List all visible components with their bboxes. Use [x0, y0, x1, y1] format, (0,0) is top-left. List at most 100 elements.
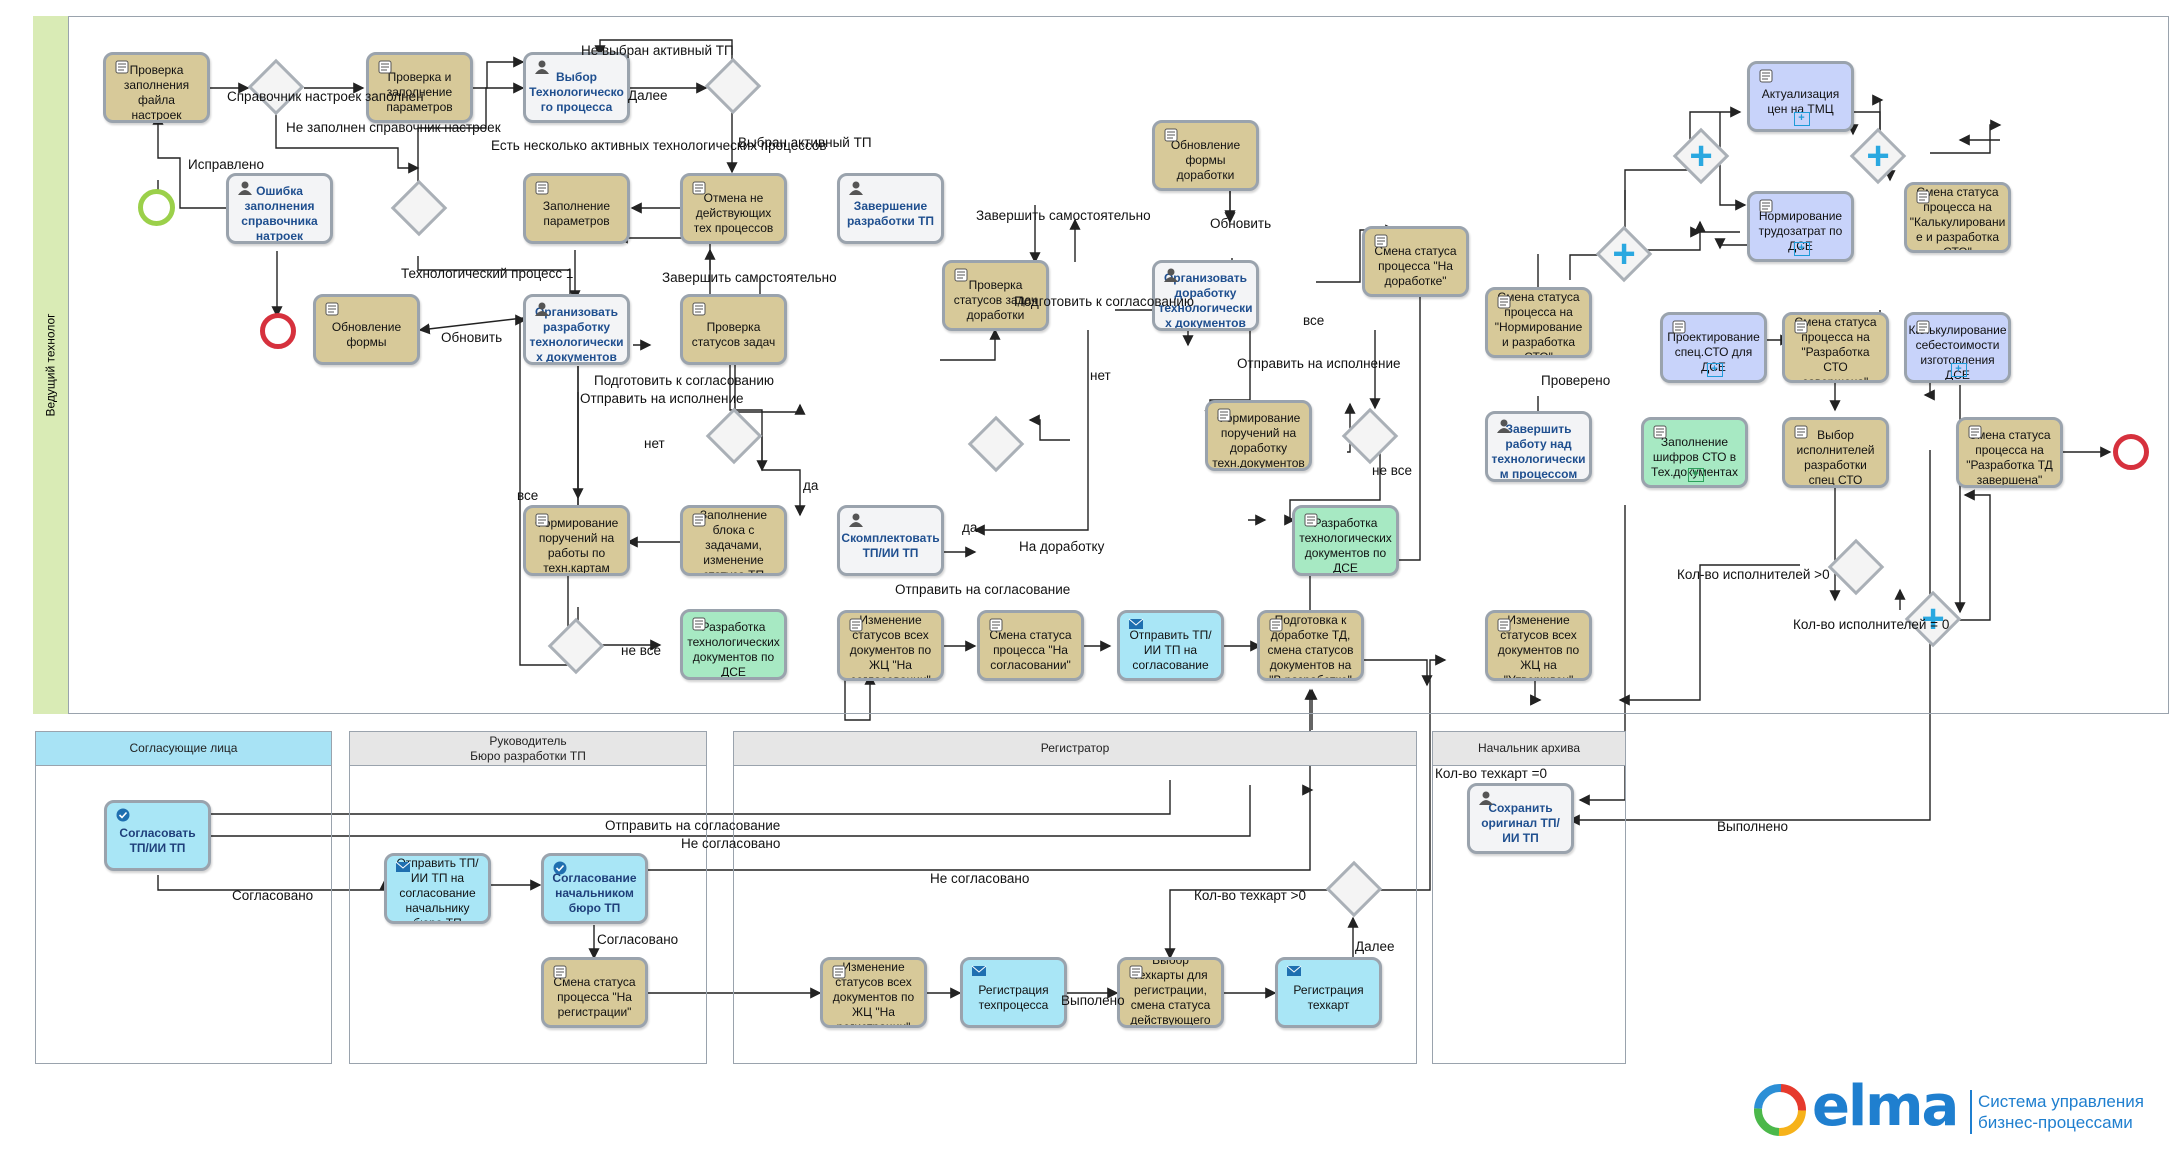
task-labor-norming[interactable]: Нормирование трудозатрат по ДСЕ+ — [1747, 191, 1854, 262]
flow-label: Исправлено — [188, 157, 264, 172]
task-label: Формирование поручений на работы по техн… — [534, 515, 619, 575]
task-assemble-tp[interactable]: Скомплектовать ТП/ИИ ТП — [837, 505, 944, 576]
user-icon — [1163, 268, 1179, 282]
approval-icon — [552, 861, 568, 875]
script-icon — [377, 60, 393, 74]
task-check-rework-statuses[interactable]: Проверка статусов задач доработки — [942, 260, 1049, 331]
task-select-executors[interactable]: Выбор исполнителей разработки спец СТО — [1782, 417, 1889, 488]
flow-label: Отправить на согласование — [895, 582, 1071, 597]
task-finish-process-work[interactable]: Завершить работу над технологически м пр… — [1485, 411, 1592, 482]
task-develop-documents[interactable]: Разработка технологических документов по… — [680, 609, 787, 680]
flow-label: нет — [1090, 368, 1111, 383]
task-bureau-head-approval[interactable]: Согласование начальником бюро ТП — [541, 853, 648, 924]
flow-label: Отправить на согласование — [605, 818, 781, 833]
start-event[interactable] — [138, 189, 175, 226]
lane-title: Руководитель Бюро разработки ТП — [470, 734, 586, 763]
task-send-for-approval[interactable]: Отправить ТП/ ИИ ТП на согласование — [1117, 610, 1224, 681]
flow-label: Обновить — [441, 330, 503, 345]
end-event[interactable] — [2113, 434, 2149, 470]
task-select-techcard[interactable]: Выбор техкарты для регистрации, смена ст… — [1117, 957, 1224, 1028]
task-label: Выбор Технологическо го процесса — [529, 70, 624, 114]
lane-header: Руководитель Бюро разработки ТП — [350, 732, 706, 766]
task-label: Смена статуса процесса на "Разработка СТ… — [1794, 315, 1877, 383]
task-status-docs-approval[interactable]: Изменение статусов всех документов по ЖЦ… — [837, 610, 944, 681]
flow-label: да — [962, 520, 978, 535]
plus-icon: + — [1612, 232, 1636, 276]
flow-label: да — [803, 478, 819, 493]
task-label: Скомплектовать ТП/ИИ ТП — [841, 530, 940, 560]
flow-label: Не согласовано — [930, 871, 1030, 886]
task-design-sto[interactable]: Проектирование спец.СТО для ДСЕ+ — [1660, 312, 1767, 383]
flow-label: Отправить на исполнение — [580, 391, 744, 406]
task-develop-documents-rework[interactable]: Разработка технологических документов по… — [1292, 505, 1399, 576]
task-label: Проверка заполнения файла настроек — [123, 62, 190, 122]
task-label: Актуализация цен на ТМЦ — [1761, 86, 1840, 116]
task-save-original[interactable]: Сохранить оригинал ТП/ИИ ТП — [1467, 783, 1574, 854]
message-icon — [395, 861, 411, 875]
task-refresh-rework-form[interactable]: Обновление формы доработки — [1152, 120, 1259, 191]
lane-title: Ведущий технолог — [43, 313, 58, 417]
flow-label: Завершить самостоятельно — [662, 270, 837, 285]
task-refresh-form[interactable]: Обновление формы — [313, 294, 420, 365]
task-label: Ошибка заполнения справочника натроек — [241, 183, 318, 243]
task-status-process-approval[interactable]: Смена статуса процесса "На согласовании" — [977, 610, 1084, 681]
task-status-calc[interactable]: Смена статуса процесса на "Калькулирован… — [1904, 182, 2011, 253]
task-calc-cost[interactable]: Калькулирование себестоимости изготовлен… — [1904, 312, 2011, 383]
task-status-registration[interactable]: Смена статуса процесса "На регистрации" — [541, 957, 648, 1028]
task-prepare-rework[interactable]: Подготовка к доработке ТД, смена статусо… — [1257, 610, 1364, 681]
task-check-task-statuses[interactable]: Проверка статусов задач — [680, 294, 787, 365]
lane-header: Начальник архива — [1433, 732, 1625, 766]
lane-lead-technologist-header: Ведущий технолог — [33, 16, 69, 714]
task-fill-parameters[interactable]: Заполнение параметров — [523, 173, 630, 244]
flow-label: Согласовано — [597, 932, 679, 947]
task-create-rework-assignments[interactable]: Формирование поручений на доработку техн… — [1205, 400, 1312, 471]
task-fill-sto-codes[interactable]: Заполнение шифров СТО в Тех.документах+ — [1641, 417, 1748, 488]
task-label: Завершение разработки ТП — [846, 198, 935, 228]
task-fill-task-block[interactable]: Заполнение блока с задачами, изменение с… — [680, 505, 787, 576]
task-status-docs-registration[interactable]: Изменение статусов всех документов по ЖЦ… — [820, 957, 927, 1028]
task-create-assignments[interactable]: Формирование поручений на работы по техн… — [523, 505, 630, 576]
task-label: Смена статуса процесса "На регистрации" — [553, 975, 636, 1019]
task-status-docs-approved[interactable]: Изменение статусов всех документов по ЖЦ… — [1485, 610, 1592, 681]
lane-header: Согласующие лица — [36, 732, 331, 766]
flow-label: Выполнено — [1717, 819, 1789, 834]
flow-label: Кол-во техкарт =0 — [1435, 766, 1547, 781]
user-icon — [237, 181, 253, 195]
script-icon — [953, 268, 969, 282]
task-label: Заполнение шифров СТО в Тех.документах — [1651, 435, 1738, 479]
message-icon — [971, 965, 987, 979]
flow-label: Справочник настроек заполнен — [227, 89, 424, 104]
flow-label: все — [1303, 313, 1325, 328]
task-organize-development[interactable]: Организовать разработку технологически х… — [523, 294, 630, 365]
task-send-to-bureau-head[interactable]: Отправить ТП/ ИИ ТП на согласование нача… — [384, 853, 491, 924]
task-settings-error[interactable]: Ошибка заполнения справочника натроек — [226, 173, 333, 244]
plus-icon: + — [1921, 597, 1945, 641]
lane-title: Согласующие лица — [129, 741, 238, 756]
script-icon — [534, 181, 550, 195]
subprocess-icon: + — [1687, 468, 1704, 482]
task-cancel-processes[interactable]: Отмена не действующих тех процессов — [680, 173, 787, 244]
user-icon — [1496, 419, 1512, 433]
task-label: Проверка статусов задач доработки — [953, 278, 1038, 322]
elma-logo: elma Система управления бизнес-процессам… — [1750, 1074, 2150, 1140]
task-label: Смена статуса процесса на "Калькулирован… — [1909, 185, 2006, 253]
task-label: Изменение статусов всех документов по ЖЦ… — [1497, 613, 1580, 681]
task-organize-rework[interactable]: Организовать доработку технологически х … — [1152, 260, 1259, 331]
task-status-rework[interactable]: Смена статуса процесса "На доработке" — [1362, 226, 1469, 297]
task-status-sto-done[interactable]: Смена статуса процесса на "Разработка СТ… — [1782, 312, 1889, 383]
task-approve-tp[interactable]: Согласовать ТП/ИИ ТП — [104, 800, 211, 871]
task-status-td-done[interactable]: Смена статуса процесса на "Разработка ТД… — [1956, 417, 2063, 488]
lane-title: Начальник архива — [1478, 741, 1580, 756]
task-register-techcards[interactable]: Регистрация техкарт — [1275, 957, 1382, 1028]
task-register-process[interactable]: Регистрация техпроцесса — [960, 957, 1067, 1028]
task-check-parameters[interactable]: Проверка и заполнение параметров — [366, 52, 473, 123]
flow-label: Проверено — [1541, 373, 1611, 388]
task-check-settings-file[interactable]: Проверка заполнения файла настроек — [103, 52, 210, 123]
task-update-prices[interactable]: Актуализация цен на ТМЦ+ — [1747, 61, 1854, 132]
task-status-norming[interactable]: Смена статуса процесса на "Нормирование … — [1485, 287, 1592, 358]
end-event[interactable] — [260, 313, 296, 349]
task-label: Регистрация техпроцесса — [978, 982, 1049, 1012]
task-label: Смена статуса процесса на "Нормирование … — [1494, 290, 1583, 358]
task-finish-development[interactable]: Завершение разработки ТП — [837, 173, 944, 244]
task-select-process[interactable]: Выбор Технологическо го процесса — [523, 52, 630, 123]
